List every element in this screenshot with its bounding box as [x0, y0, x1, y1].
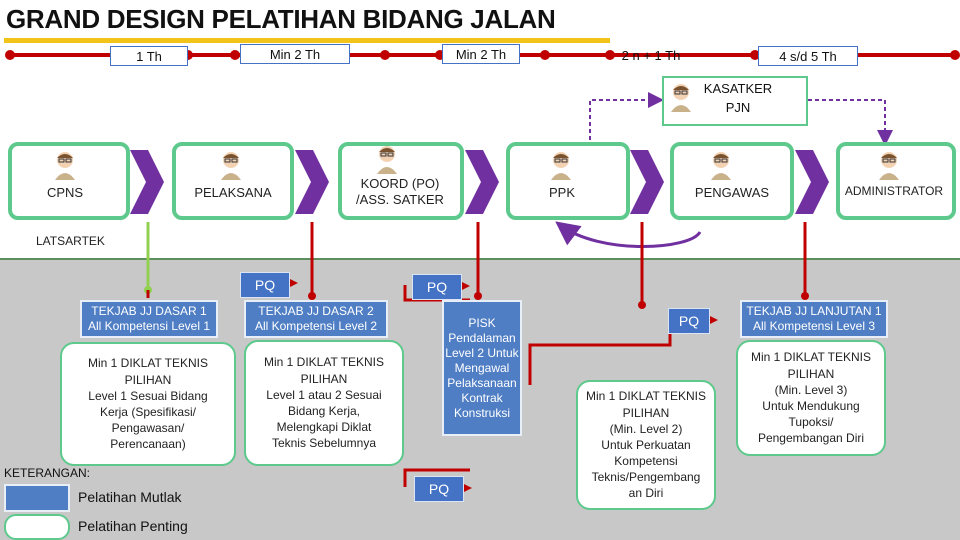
role-box-ppk [506, 142, 630, 220]
timeline-label-2: Min 2 Th [240, 44, 350, 64]
role-box-administrator [836, 142, 956, 220]
kasatker-box [662, 76, 808, 126]
pq-badge-1: PQ [240, 272, 290, 298]
role-label-ppk: PPK [548, 185, 575, 200]
pq-badge-2: PQ [412, 274, 462, 300]
pq-badge-3: PQ [668, 308, 710, 334]
role-label-pelaksana: PELAKSANA [194, 185, 272, 200]
person-icon [374, 144, 400, 174]
role-label-koord: KOORD (PO) /ASS. SATKER [356, 176, 444, 207]
legend-label-penting: Pelatihan Penting [78, 518, 188, 534]
page-title: GRAND DESIGN PELATIHAN BIDANG JALAN [6, 4, 556, 34]
legend-title: KETERANGAN: [4, 466, 91, 480]
timeline-label-5: 4 s/d 5 Th [758, 46, 858, 66]
role-box-pengawas [670, 142, 794, 220]
person-icon [52, 150, 78, 180]
latsartek-label: LATSARTEK [36, 234, 105, 248]
title-underline [4, 38, 610, 43]
person-icon [708, 150, 734, 180]
role-label-administrator: ADMINISTRATOR [844, 184, 944, 198]
ppk-loop-arrow [555, 221, 702, 248]
person-icon [548, 150, 574, 180]
kasatker-right-arrow [808, 99, 893, 146]
kasatker-label: KASATKER PJN [703, 81, 773, 115]
kasatker-left-arrow [589, 92, 664, 140]
timeline-label-1: 1 Th [110, 46, 188, 66]
role-label-pengawas: PENGAWAS [694, 185, 770, 200]
person-icon [668, 82, 694, 112]
connector-dots [308, 292, 809, 309]
pq-badge-4: PQ [414, 476, 464, 502]
timeline-label-4: 2 n + 1 Th [621, 48, 681, 63]
pq-arrowheads [290, 279, 718, 492]
legend-label-mutlak: Pelatihan Mutlak [78, 489, 182, 505]
person-icon [218, 150, 244, 180]
legend-swatch-mutlak [4, 484, 70, 512]
timeline-dots [5, 50, 960, 60]
role-label-cpns: CPNS [46, 185, 84, 200]
legend-swatch-penting [4, 514, 70, 540]
person-icon [876, 150, 902, 180]
timeline-label-3: Min 2 Th [442, 44, 520, 64]
role-chevrons [130, 150, 829, 214]
role-box-koord [338, 142, 464, 220]
